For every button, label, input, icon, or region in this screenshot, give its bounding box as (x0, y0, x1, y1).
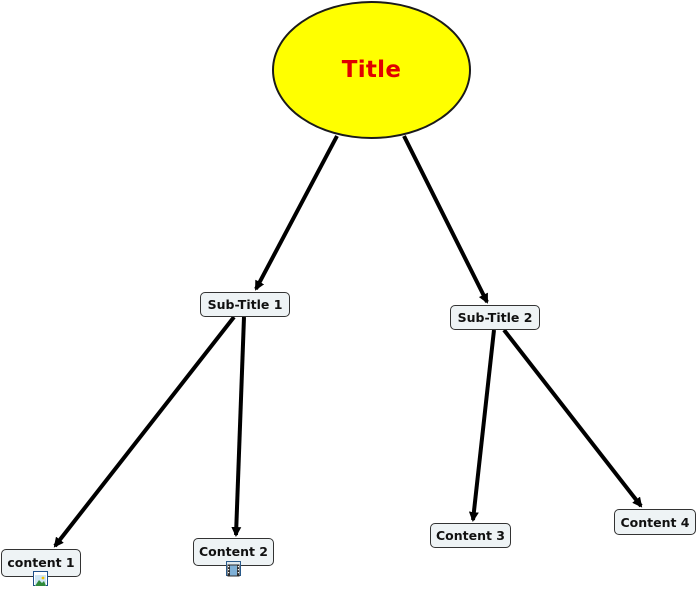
edge-sub1-c1 (53, 315, 236, 548)
node-content-4[interactable]: Content 4 (614, 509, 696, 535)
node-content-3[interactable]: Content 3 (430, 523, 511, 548)
node-sub-title-2[interactable]: Sub-Title 2 (450, 305, 540, 330)
edge-sub1-c2 (231, 316, 246, 537)
node-label: Sub-Title 1 (207, 297, 283, 312)
node-sub-title-1[interactable]: Sub-Title 1 (200, 292, 290, 317)
root-node-title[interactable]: Title (272, 1, 471, 139)
edge-sub2-c3 (468, 329, 496, 522)
image-icon[interactable] (33, 571, 48, 586)
edge-root-sub2 (402, 135, 489, 304)
node-label: Content 3 (435, 528, 506, 543)
node-label: Content 4 (620, 514, 690, 530)
edge-sub2-c4 (502, 328, 643, 508)
node-label: Content 2 (198, 544, 269, 559)
root-title-label: Title (341, 57, 402, 83)
node-label: Sub-Title 2 (457, 310, 533, 325)
node-label: content 1 (7, 555, 75, 570)
edge-root-sub1 (254, 135, 339, 291)
film-icon[interactable] (226, 561, 241, 577)
